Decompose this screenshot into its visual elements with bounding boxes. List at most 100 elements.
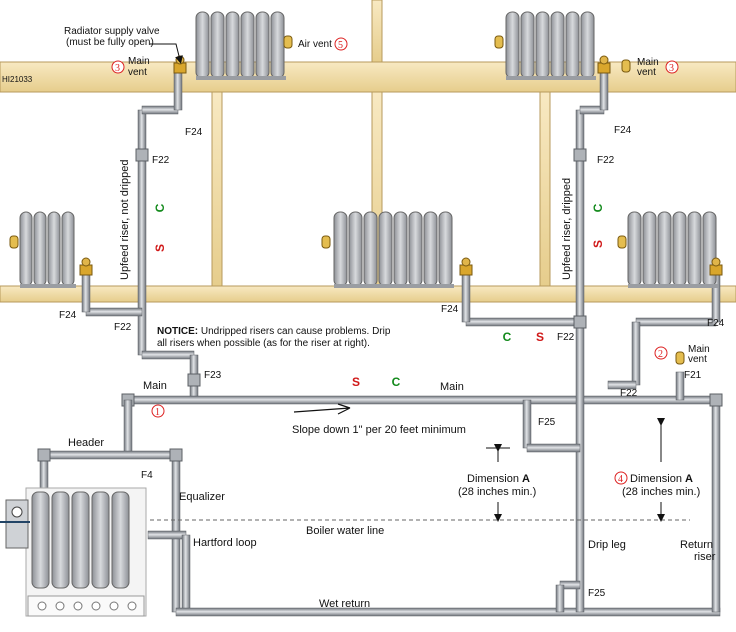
- pipe-network: [37, 71, 723, 617]
- main-vent-label-lower: vent: [688, 354, 707, 365]
- pipe-fitting: [573, 148, 587, 162]
- fitting-label: F22: [114, 322, 132, 333]
- air-vent-label: Air vent: [298, 39, 332, 50]
- radiator-section: [378, 211, 393, 287]
- radiator-section: [255, 11, 270, 79]
- valve-handle-icon: [599, 55, 609, 65]
- slope-label: Slope down 1" per 20 feet minimum: [292, 424, 466, 436]
- upfeed-riser-dripped-label: Upfeed riser, dripped: [561, 178, 573, 280]
- valve-handle-icon: [461, 257, 471, 267]
- drip-crossover: [526, 443, 581, 453]
- radiator-section: [687, 211, 702, 287]
- radiator-section: [210, 11, 225, 79]
- fitting-label: F24: [441, 304, 459, 315]
- main-vent-pipe: [675, 371, 685, 401]
- flow-arrow-label: C: [591, 203, 605, 212]
- air-vent-icon: [283, 35, 293, 49]
- radiator-section: [505, 11, 520, 79]
- dimension-a-left: [486, 444, 510, 522]
- radiator-section: [408, 211, 423, 287]
- notice-text: NOTICE: Undripped risers can cause probl…: [157, 326, 391, 337]
- main-vent-label-lower: Main: [688, 344, 710, 355]
- pipe-fitting: [135, 148, 149, 162]
- header-label: Header: [68, 437, 104, 449]
- radiator-base: [506, 76, 596, 80]
- flow-arrow-label: C: [153, 203, 167, 212]
- boiler-water-line-label: Boiler water line: [306, 525, 384, 537]
- flow-arrow-label: S: [591, 240, 605, 248]
- radiator-section: [33, 211, 47, 287]
- upfeed-riser-right: [575, 109, 585, 613]
- wet-return-label: Wet return: [319, 598, 370, 610]
- callout-1: 1: [151, 404, 165, 418]
- drip-connection: [522, 399, 532, 449]
- flow-arrow-label: S: [352, 375, 360, 389]
- fitting-label: F22: [620, 388, 638, 399]
- radiator-top-right: [505, 11, 596, 80]
- radiator-section: [363, 211, 378, 287]
- radiator-section: [333, 211, 348, 287]
- gauge-icon: [11, 506, 23, 518]
- flow-arrow-label: S: [536, 330, 544, 344]
- radiator-section: [240, 11, 255, 79]
- lower-floor-beam: [0, 285, 736, 303]
- radiator-section: [535, 11, 550, 79]
- callout-3-right: 3: [665, 60, 679, 74]
- boiler-section: [111, 491, 130, 589]
- drip-leg-foot: [555, 584, 565, 613]
- radiator-section: [423, 211, 438, 287]
- doc-id: HI21033: [2, 75, 33, 84]
- wall-stud: [539, 91, 551, 288]
- radiator-section: [61, 211, 75, 287]
- hartford-loop-pipe: [147, 530, 187, 540]
- air-vent-icon: [617, 235, 627, 249]
- runout-riser-lower-center: [461, 271, 471, 323]
- radiator-section: [225, 11, 240, 79]
- main-label-left: Main: [143, 380, 167, 392]
- pipe-fitting: [709, 393, 723, 407]
- wall-stud: [371, 0, 383, 63]
- runout-riser-top-right: [599, 71, 609, 111]
- fitting-label: F4: [141, 470, 153, 481]
- slope-arrow: [293, 403, 351, 415]
- main-label-center: Main: [440, 381, 464, 393]
- radiator-base: [628, 284, 718, 288]
- radiator-valve-note: (must be fully open): [66, 37, 154, 48]
- drip-leg-label: Drip leg: [588, 539, 626, 551]
- runout-riser-lower-left: [81, 271, 91, 313]
- return-riser-label: riser: [694, 551, 716, 563]
- air-vent-icon: [494, 35, 504, 49]
- boiler-base: [27, 595, 145, 617]
- valve-handle-icon: [81, 257, 91, 267]
- fitting-label: F24: [614, 125, 632, 136]
- hartford-loop-drop: [181, 534, 191, 613]
- runout-top-left: [141, 105, 179, 115]
- radiator-valve-label: Radiator supply valve: [64, 26, 160, 37]
- radiator-section: [565, 11, 580, 79]
- radiator-section: [672, 211, 687, 287]
- radiator-base: [196, 76, 286, 80]
- radiator-base: [334, 284, 454, 288]
- radiator-section: [580, 11, 595, 79]
- main-vent-label-right: vent: [637, 67, 656, 78]
- callout-2: 2: [654, 346, 668, 360]
- upfeed-riser-left: [137, 109, 147, 356]
- svg-text:3: 3: [115, 63, 120, 74]
- radiator-section: [438, 211, 453, 287]
- hartford-loop-label: Hartford loop: [193, 537, 257, 549]
- main-vent-icon: [621, 59, 631, 73]
- radiator-section: [348, 211, 363, 287]
- callout-4: 4: [614, 471, 628, 485]
- radiator-lower-center: [333, 211, 454, 288]
- main-vent-label-left: vent: [128, 67, 147, 78]
- valve-leader-line: [150, 43, 183, 64]
- wet-return-pipe: [175, 607, 721, 617]
- runout-lower-right: [635, 317, 717, 327]
- equalizer-label: Equalizer: [179, 491, 225, 503]
- runout-drop-right: [631, 321, 641, 386]
- boiler: [0, 487, 147, 617]
- main-vent-label-left: Main: [128, 56, 150, 67]
- svg-text:3: 3: [669, 63, 674, 74]
